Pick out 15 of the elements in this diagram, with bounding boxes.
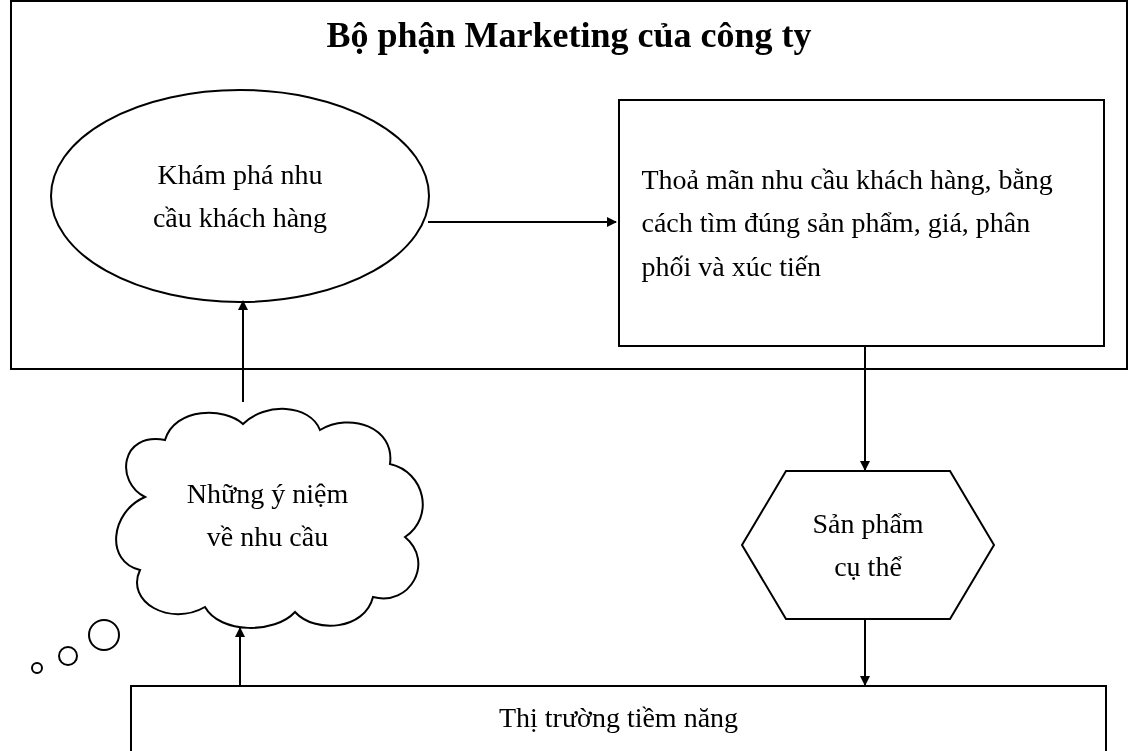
arrow [238,300,248,403]
arrow [427,217,617,227]
arrow [235,627,245,686]
process-ellipse [50,89,430,303]
node-text: Sản phẩm cụ thể [811,506,925,584]
section-heading: Bộ phận Marketing của công ty [325,14,813,57]
process-box [618,99,1105,347]
node-text: Thoả mãn nhu cầu khách hàng, bằng cách tìm đúng sản phẩm, giá, phân phối và xúc tiến [641,162,1054,284]
product-hexagon [741,470,995,620]
process-box [130,685,1107,751]
node-text: Những ý niệm về nhu cầu [185,476,350,554]
department-frame [10,0,1128,370]
node-text: Thị trường tiềm năng [498,701,739,736]
arrow [860,619,870,686]
node-text: Khám phá nhu cầu khách hàng [151,157,329,235]
